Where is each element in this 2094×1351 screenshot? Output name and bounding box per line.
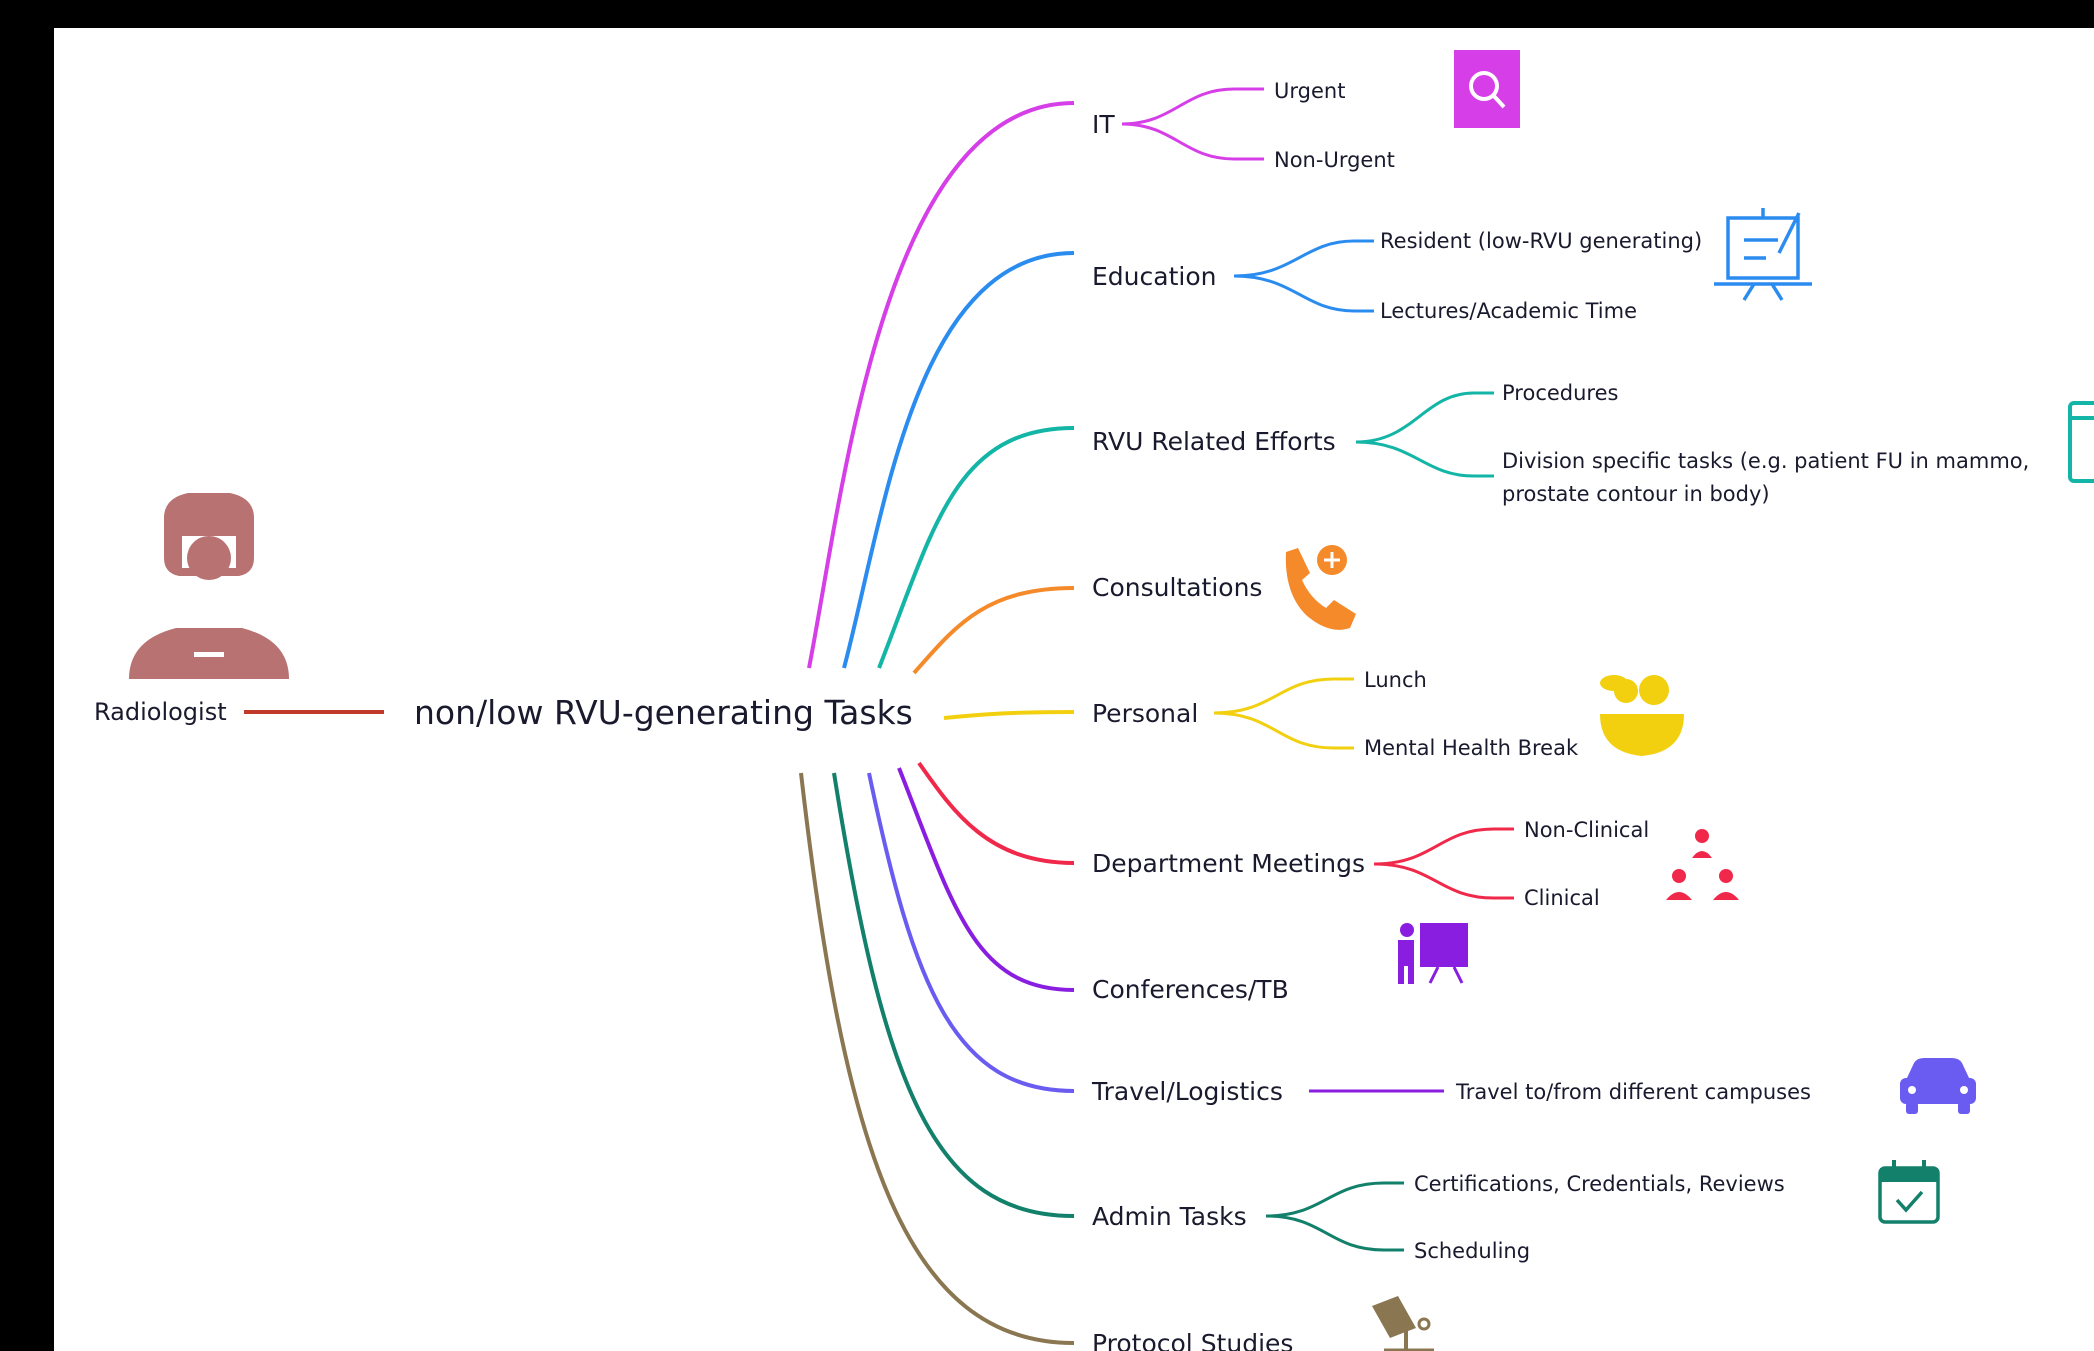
search-icon xyxy=(1454,50,1520,128)
branch-protocol-connector xyxy=(799,772,1075,1345)
branch-admin-leaf-connector xyxy=(1265,1181,1404,1252)
root-label: Radiologist xyxy=(94,698,227,726)
branch-rvu-label: RVU Related Efforts xyxy=(1092,427,1336,456)
branch-rvu-connector xyxy=(877,426,1075,669)
salad-bowl-icon xyxy=(1600,675,1684,756)
branch-admin-label: Admin Tasks xyxy=(1092,1202,1247,1231)
leaf-urgent: Urgent xyxy=(1274,79,1345,103)
leaf-division-tasks-cont: prostate contour in body) xyxy=(1502,482,1770,506)
presenter-icon xyxy=(1398,923,1468,984)
leaf-division-tasks: Division specific tasks (e.g. patient FU… xyxy=(1502,449,2029,473)
branch-travel-label: Travel/Logistics xyxy=(1091,1077,1283,1106)
branch-conferences-label: Conferences/TB xyxy=(1092,975,1289,1004)
branch-travel-connector xyxy=(867,772,1075,1093)
mind-map-canvas: Radiologist non/low RVU-generating Tasks… xyxy=(54,28,2094,1351)
branch-admin-connector xyxy=(832,772,1075,1218)
branch-meetings-label: Department Meetings xyxy=(1092,849,1365,878)
leaf-procedures: Procedures xyxy=(1502,381,1618,405)
center-label: non/low RVU-generating Tasks xyxy=(414,693,913,732)
branch-personal-label: Personal xyxy=(1092,699,1198,728)
branch-meetings-connector xyxy=(917,761,1075,865)
leaf-lectures: Lectures/Academic Time xyxy=(1380,299,1637,323)
branch-meetings-leaf-connector xyxy=(1373,827,1514,900)
microscope-icon xyxy=(1372,1296,1434,1351)
leaf-resident: Resident (low-RVU generating) xyxy=(1380,229,1702,253)
phone-call-icon xyxy=(1285,545,1356,630)
branch-rvu-leaf-connector xyxy=(1355,391,1494,478)
leaf-lunch: Lunch xyxy=(1364,668,1427,692)
branch-consultations-label: Consultations xyxy=(1092,573,1262,602)
branch-personal-connector xyxy=(943,710,1075,720)
branch-it-label: IT xyxy=(1092,110,1115,139)
leaf-mental-health: Mental Health Break xyxy=(1364,736,1579,760)
meeting-group-icon xyxy=(1666,829,1739,900)
branch-protocol-label: Protocol Studies xyxy=(1092,1329,1293,1351)
radiologist-icon xyxy=(129,493,289,679)
car-icon xyxy=(1900,1058,1976,1114)
branch-conferences-connector xyxy=(897,767,1075,992)
branch-education-connector xyxy=(842,251,1075,669)
leaf-travel-campuses: Travel to/from different campuses xyxy=(1455,1080,1811,1104)
leaf-non-urgent: Non-Urgent xyxy=(1274,148,1395,172)
branch-personal-leaf-connector xyxy=(1213,677,1354,750)
leaf-certifications: Certifications, Credentials, Reviews xyxy=(1414,1172,1785,1196)
calendar-icon xyxy=(2068,401,2094,483)
mind-map: Radiologist non/low RVU-generating Tasks… xyxy=(94,50,2094,1351)
leaf-non-clinical: Non-Clinical xyxy=(1524,818,1649,842)
branch-consultations-connector xyxy=(912,586,1075,675)
calendar-check-icon xyxy=(1878,1160,1940,1224)
leaf-clinical: Clinical xyxy=(1524,886,1600,910)
branch-education-label: Education xyxy=(1092,262,1216,291)
branch-it-leaf-connector xyxy=(1121,87,1264,161)
leaf-scheduling: Scheduling xyxy=(1414,1239,1530,1263)
branch-education-leaf-connector xyxy=(1233,239,1374,313)
branch-it-connector xyxy=(807,101,1075,669)
presentation-board-icon xyxy=(1714,208,1812,301)
